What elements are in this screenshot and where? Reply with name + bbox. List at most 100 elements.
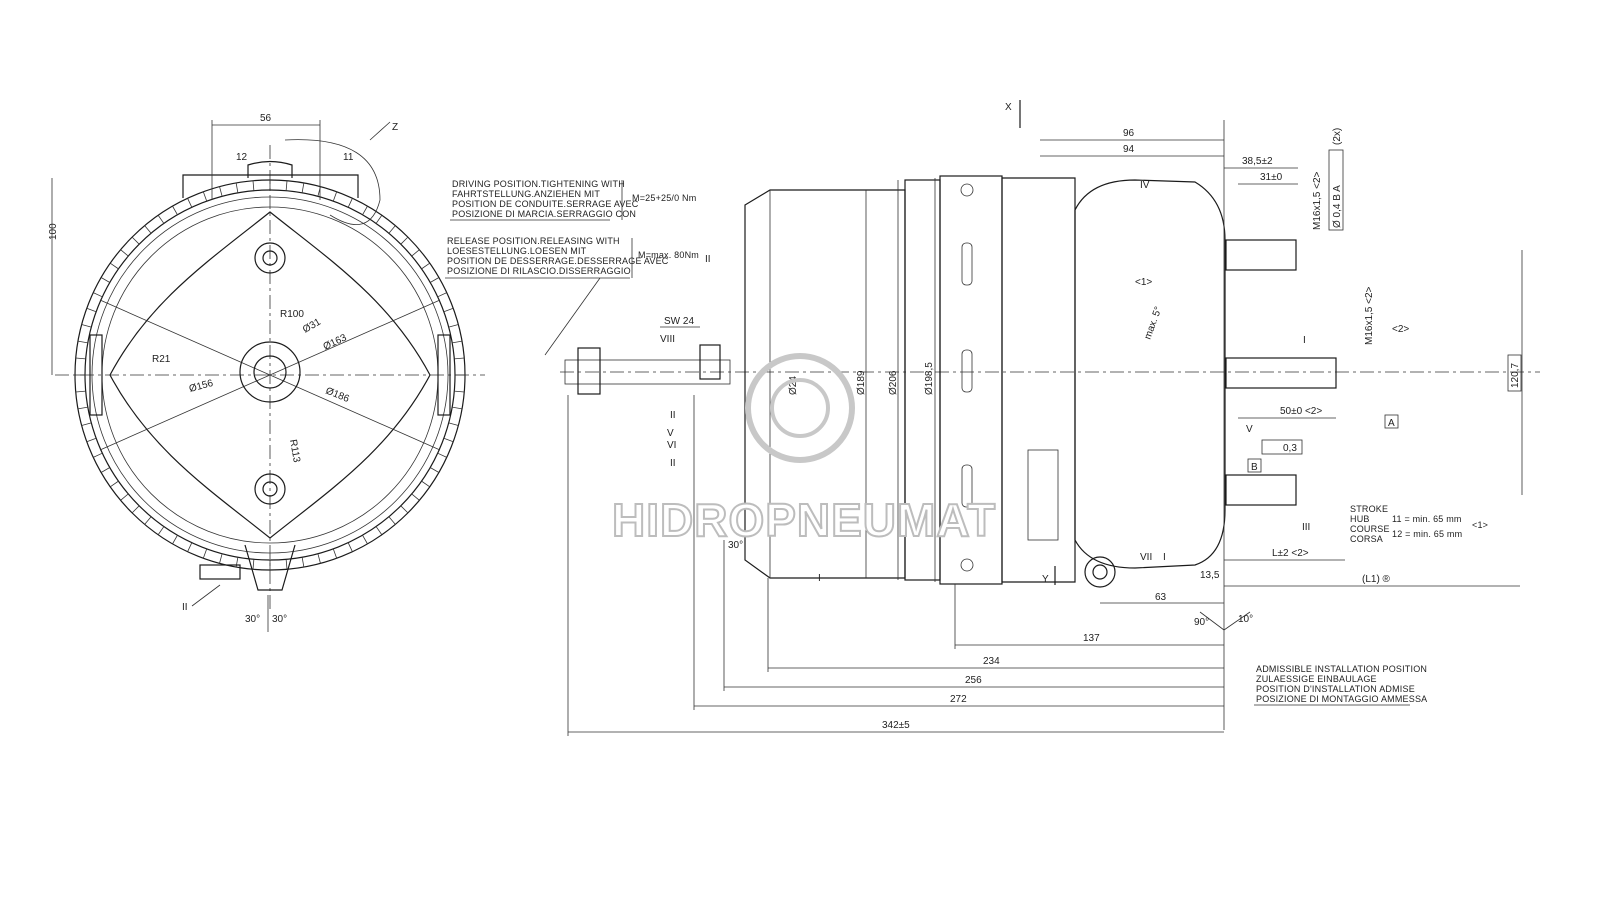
knurl-tick (100, 277, 110, 283)
knurl-tick (110, 262, 119, 270)
watermark: HIDROPNEUMAT (611, 353, 996, 547)
driving-line-4: POSIZIONE DI MARCIA.SERRAGGIO CON (452, 209, 636, 219)
knurl-tick (362, 535, 368, 545)
knurl-tick (388, 225, 396, 234)
knurl-tick (301, 182, 305, 193)
knurl-tick (110, 480, 119, 488)
knurl-tick (448, 422, 459, 426)
label-plate (1027, 449, 1059, 541)
knurl-tick (187, 542, 193, 552)
gdt-count: (2x) (1332, 128, 1343, 145)
release-bolt (699, 344, 721, 380)
label-11: 11 (343, 152, 354, 163)
knurl-tick (347, 542, 353, 552)
dim-234: 234 (983, 656, 1000, 667)
band-slot-1 (961, 242, 973, 286)
z-detail-arc (284, 139, 381, 225)
datum-a-box (1384, 414, 1399, 429)
angle-90: 90° (1194, 617, 1209, 628)
diameter-189: Ø189 (856, 370, 867, 395)
band-slot-2 (961, 349, 973, 393)
bolt-hole-top (254, 242, 286, 274)
knurl-tick (421, 262, 430, 270)
knurl-tick (120, 249, 129, 257)
watermark-gear-icon (745, 353, 855, 463)
knurl-tick (332, 548, 338, 559)
driving-line-1: DRIVING POSITION.TIGHTENING WITH (452, 179, 625, 189)
band-rivet-top (960, 183, 974, 197)
angle-30: 30° (728, 540, 743, 551)
side-view: A B 0,3 96 94 38,5±2 31±0 M16x1,5 <2> Ø … (560, 100, 1540, 736)
knurl-tick (86, 307, 97, 313)
knurl-tick (172, 535, 178, 545)
left-clamp (89, 334, 103, 416)
dim-272: 272 (950, 694, 967, 705)
stroke-label: STROKE (1350, 504, 1388, 514)
driving-torque: M=25+25/0 Nm (632, 193, 696, 203)
roman-vii: VII (1140, 552, 1152, 563)
dim-l: L±2 <2> (1272, 548, 1309, 559)
knurl-tick (131, 236, 140, 245)
driving-note: DRIVING POSITION.TIGHTENING WITH FAHRTST… (450, 179, 696, 221)
knurl-tick (93, 292, 103, 298)
knurl-tick (131, 505, 140, 514)
dim-256: 256 (965, 675, 982, 686)
datum-b-box (1247, 458, 1262, 473)
diameter-163: Ø163 (322, 332, 349, 352)
knurl-tick (235, 182, 239, 193)
knurl-tick (93, 452, 103, 458)
mid-stud (1225, 357, 1337, 389)
knurl-tick (120, 493, 129, 501)
push-rod (564, 359, 731, 385)
thread-mid: M16x1,5 <2> (1364, 286, 1375, 345)
ref-1: <1> (1135, 277, 1152, 288)
angle-10-leader (1223, 611, 1251, 631)
top-port (247, 160, 293, 178)
flatness-box (1261, 439, 1303, 455)
dim-96: 96 (1123, 128, 1135, 139)
hub-outer (239, 341, 301, 403)
knurl-tick (448, 324, 459, 328)
knurl-tick (400, 505, 409, 514)
dim-1207: 120,7 (1510, 363, 1521, 388)
driving-line-3: POSITION DE CONDUITE.SERRAGE AVEC (452, 199, 639, 209)
dim-31: 31±0 (1260, 172, 1283, 183)
radius-r100: R100 (280, 309, 304, 320)
band-rivet-bottom (960, 558, 974, 572)
clamp-bolt (244, 544, 296, 591)
flatness-value: 0,3 (1283, 443, 1297, 454)
roman-ii-lower: II (670, 458, 676, 469)
knurl-tick (430, 467, 440, 473)
watermark-text: HIDROPNEUMAT (612, 494, 996, 546)
gdt-frame (1328, 149, 1344, 231)
knurl-tick (452, 340, 463, 344)
angle-10: 10° (1238, 614, 1253, 625)
dim-1207-box (1507, 354, 1522, 392)
stroke-ref: <1> (1472, 520, 1488, 530)
label-ii-front: II (182, 602, 188, 613)
angle-right: 30° (272, 614, 287, 625)
install-line-1: ADMISSIBLE INSTALLATION POSITION (1256, 664, 1427, 674)
knurl-tick (332, 191, 338, 202)
ii-leader (191, 584, 221, 607)
knurl-tick (375, 526, 383, 535)
band-slot-3 (961, 464, 973, 508)
label-z: Z (392, 122, 398, 133)
diameter-31: Ø31 (301, 316, 323, 335)
lug-eye-outer (1084, 556, 1116, 588)
ref-2: <2> (1392, 324, 1409, 335)
diagonal-line-2 (99, 299, 441, 451)
knurl-tick (437, 292, 447, 298)
knurl-tick (75, 357, 86, 360)
knurl-tick (77, 340, 88, 344)
dim-56: 56 (260, 113, 272, 124)
install-line-4: POSIZIONE DI MONTAGGIO AMMESSA (1256, 694, 1427, 704)
knurl-tick (388, 516, 396, 525)
knurl-tick (411, 249, 420, 257)
roman-viii: VIII (660, 334, 675, 345)
roman-vi: VI (667, 440, 676, 451)
knurl-tick (77, 406, 88, 410)
roman-ii-top: II (705, 254, 711, 265)
dim-63: 63 (1155, 592, 1167, 603)
install-line-3: POSITION D'INSTALLATION ADMISE (1256, 684, 1415, 694)
